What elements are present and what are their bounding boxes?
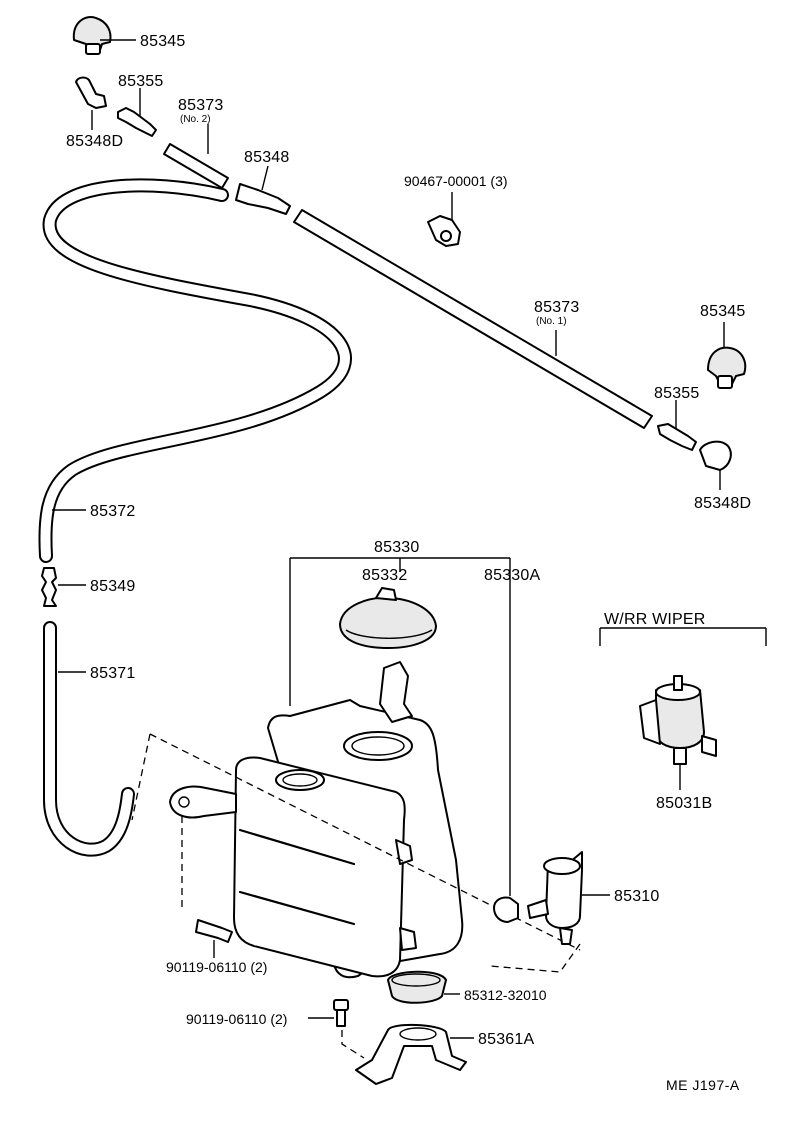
- connector-part: [41, 567, 86, 607]
- label-joint-right: 85355: [654, 385, 700, 402]
- tank-sub-part: [493, 896, 519, 923]
- bolt-bottom-part: [308, 999, 349, 1027]
- label-rr-wiper-heading: W/RR WIPER: [604, 611, 706, 628]
- nozzle-top-part: [72, 16, 136, 55]
- label-connector: 85349: [90, 578, 136, 595]
- labels: 85345 85355 85348D 85373 (No. 2) 85348 9…: [66, 33, 751, 1093]
- label-nozzle-right: 85345: [700, 303, 746, 320]
- hose-lower-part: [43, 621, 135, 857]
- tee-part: [235, 165, 291, 215]
- diagram-code: ME J197-A: [666, 1077, 740, 1093]
- elbow-right-part: [699, 440, 732, 490]
- label-rear-pump: 85031B: [656, 795, 712, 812]
- rr-wiper-bracket: [599, 627, 767, 646]
- label-nozzle-top: 85345: [140, 33, 186, 50]
- hose-long-part: [38, 178, 352, 563]
- label-tank-sub: 85330A: [484, 567, 540, 584]
- joint-right-part: [657, 400, 697, 451]
- bolt-left-part: [195, 919, 233, 958]
- label-clamp: 90467-00001 (3): [404, 173, 508, 189]
- label-cap: 85332: [362, 567, 408, 584]
- washer-tank-part: [169, 661, 464, 979]
- joint-top-part: [117, 88, 157, 137]
- pump-part: [527, 851, 610, 945]
- label-pump: 85310: [614, 888, 660, 905]
- label-hose-no1: 85373: [534, 299, 580, 316]
- tank-assy-bracket: [289, 557, 511, 896]
- elbow-top-part: [75, 76, 107, 130]
- label-tee: 85348: [244, 149, 290, 166]
- cap-part: [339, 587, 437, 649]
- label-hose-lower: 85371: [90, 665, 136, 682]
- hose-no2-part: [163, 124, 229, 189]
- grommet-part: [387, 970, 460, 1004]
- label-tank-assy: 85330: [374, 539, 420, 556]
- label-hose-no2-sub: (No. 2): [180, 114, 211, 125]
- bracket-part: [355, 1023, 474, 1085]
- label-bolt-left: 90119-06110 (2): [166, 959, 267, 975]
- rear-pump-part: [639, 675, 717, 790]
- label-bracket: 85361A: [478, 1031, 534, 1048]
- hose-no1-part: [293, 209, 653, 429]
- label-elbow-right: 85348D: [694, 495, 751, 512]
- nozzle-right-part: [707, 322, 747, 389]
- clamp-part: [427, 192, 461, 247]
- label-grommet: 85312-32010: [464, 987, 547, 1003]
- label-elbow-top: 85348D: [66, 133, 123, 150]
- label-hose-no2: 85373: [178, 97, 224, 114]
- label-hose-no1-sub: (No. 1): [536, 316, 567, 327]
- label-hose-long: 85372: [90, 503, 136, 520]
- label-joint-top: 85355: [118, 73, 164, 90]
- label-bolt-bottom: 90119-06110 (2): [186, 1011, 287, 1027]
